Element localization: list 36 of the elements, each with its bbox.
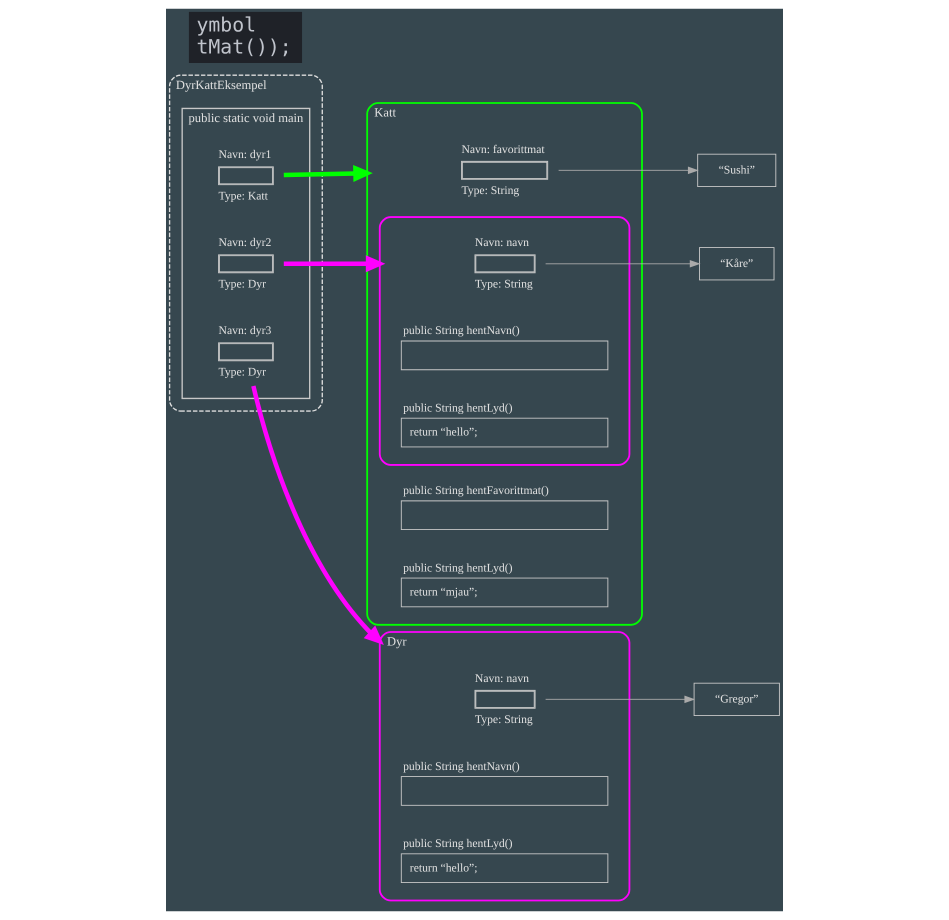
arrow xyxy=(284,164,373,182)
node-label: public String hentLyd() xyxy=(403,561,513,574)
node-box xyxy=(400,776,608,806)
node-label: public String hentLyd() xyxy=(403,401,513,414)
node-box: “Kåre” xyxy=(699,247,774,280)
label: ymbol xyxy=(196,14,256,37)
node-label: Navn: dyr2 xyxy=(218,236,272,250)
node-box: return “hello”; xyxy=(400,418,608,448)
arrow xyxy=(545,260,701,268)
arrow xyxy=(558,166,699,174)
node-label: Navn: dyr1 xyxy=(218,148,272,162)
node-label: Type: String xyxy=(474,713,533,726)
node-label: Navn: favorittmat xyxy=(461,142,545,156)
node-label: Type: Dyr xyxy=(218,277,266,290)
arrow xyxy=(545,696,696,704)
arrow xyxy=(284,255,386,272)
node-box: return “mjau”; xyxy=(400,578,608,608)
node-label: Type: String xyxy=(461,184,520,198)
cluster xyxy=(378,216,630,466)
node-label: public String hentNavn() xyxy=(403,760,520,773)
node-label: Navn: dyr3 xyxy=(218,324,272,338)
node-label: public String hentFavorittmat() xyxy=(403,484,549,498)
node-label: public String hentLyd() xyxy=(403,836,513,850)
node-label: Navn: navn xyxy=(474,236,530,250)
node-box: “Sushi” xyxy=(697,154,776,187)
arrow xyxy=(251,385,384,645)
node-label: public String hentNavn() xyxy=(403,324,520,338)
node-label: Type: Dyr xyxy=(218,365,266,378)
node-box: return “hello”; xyxy=(400,853,608,883)
node-box: “Gregor” xyxy=(694,682,780,716)
node-label: Navn: navn xyxy=(474,672,530,685)
label: tMat()); xyxy=(196,35,292,58)
node-label: Type: Katt xyxy=(218,189,268,202)
node-box xyxy=(400,500,608,530)
node-label: Type: String xyxy=(474,277,533,290)
node-box xyxy=(400,340,608,370)
